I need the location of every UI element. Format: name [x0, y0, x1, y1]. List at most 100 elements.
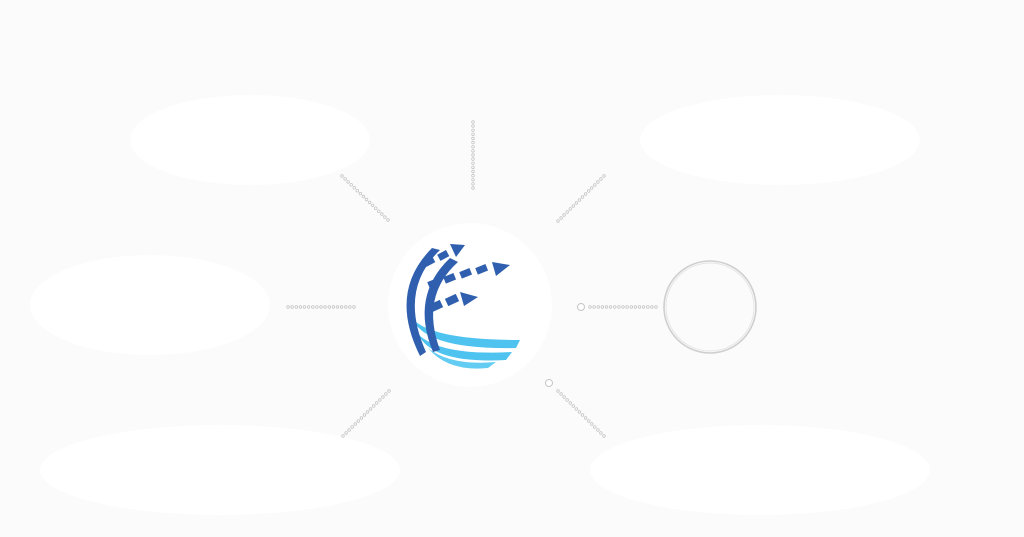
connector-dot — [471, 153, 475, 157]
logo-swoosh-light-2 — [418, 334, 512, 361]
connector-dot — [471, 173, 475, 178]
connector-end-dot-bottom — [545, 379, 553, 387]
connector-dot — [368, 407, 373, 411]
connector-dot — [471, 145, 475, 149]
connector-dot — [471, 157, 475, 161]
connector-dot — [588, 305, 592, 309]
connector-dot — [356, 419, 360, 423]
connector-dot — [361, 194, 366, 199]
connector-dot — [331, 305, 336, 309]
connector-dot — [596, 180, 600, 184]
connector-dot — [565, 398, 569, 402]
logo-arrow-middle — [427, 262, 510, 289]
logo-swoosh-light-3 — [428, 348, 496, 369]
connector-dot — [629, 305, 633, 309]
connector-dot — [559, 216, 563, 220]
connector-bottom-right — [556, 389, 606, 438]
connector-end-dot-right — [577, 303, 585, 311]
connector-dot — [335, 305, 340, 309]
connector-dot — [577, 410, 582, 414]
faint-node-top-left — [130, 95, 370, 185]
connector-dot — [378, 398, 382, 402]
connector-dot — [596, 428, 600, 432]
logo-arrow-lower — [428, 292, 478, 313]
connector-bottom-left — [341, 389, 391, 438]
connector-dot — [608, 305, 613, 309]
connector-dot — [365, 410, 370, 414]
connector-right — [588, 305, 658, 309]
connector-dot — [380, 212, 384, 216]
connector-top-right — [556, 174, 606, 223]
connector-dot — [294, 305, 298, 309]
connector-dot — [590, 422, 594, 426]
connector-dot — [341, 434, 345, 438]
connector-dot — [571, 404, 575, 408]
connector-dot — [349, 183, 353, 187]
connector-left — [286, 305, 356, 309]
connector-dot — [556, 389, 560, 393]
connector-dot — [637, 305, 642, 309]
connector-dot — [286, 305, 290, 309]
connector-dot — [344, 431, 348, 435]
connector-dot — [377, 209, 381, 213]
connector-dot — [306, 305, 311, 309]
connector-dot — [353, 422, 357, 426]
connector-dot — [471, 136, 475, 141]
connector-dot — [646, 305, 650, 309]
connector-dot — [383, 215, 387, 219]
faint-node-top-right — [640, 95, 920, 185]
connector-top-left — [340, 174, 390, 222]
connector-dot — [311, 305, 315, 309]
connector-dot — [592, 305, 596, 309]
connector-dot — [471, 128, 475, 132]
connector-dot — [362, 413, 367, 417]
connector-dot — [384, 392, 388, 396]
connector-dot — [600, 305, 605, 309]
connector-dot — [604, 305, 609, 309]
connector-dot — [602, 434, 606, 438]
connector-dot — [471, 120, 475, 124]
connector-dot — [580, 413, 585, 417]
connector-dot — [359, 416, 364, 420]
connector-dot — [343, 177, 347, 181]
faint-node-bottom-right — [590, 425, 930, 515]
connector-dot — [471, 161, 475, 165]
connector-dot — [375, 401, 379, 405]
connector-dot — [568, 207, 572, 211]
connector-dot — [562, 213, 566, 217]
connector-dot — [348, 305, 352, 309]
connector-dot — [298, 305, 303, 309]
connector-dot — [556, 219, 560, 223]
connector-dot — [374, 206, 378, 210]
connector-dot — [471, 169, 475, 174]
connector-dot — [344, 305, 348, 309]
connector-dot — [599, 177, 603, 181]
connector-dot — [593, 183, 597, 187]
connector-dot — [565, 210, 569, 214]
logo-arc-dark-1 — [406, 248, 440, 356]
connector-lines — [286, 120, 658, 438]
connector-dot — [574, 407, 579, 411]
connector-dot — [381, 395, 385, 399]
connector-dot — [364, 197, 369, 202]
connector-dot — [571, 204, 575, 208]
connector-dot — [350, 425, 354, 429]
connector-dot — [358, 191, 363, 196]
connector-dot — [593, 425, 597, 429]
logo-swoosh-light-1 — [412, 318, 520, 349]
connector-dot — [372, 404, 376, 408]
faint-background-shapes — [30, 95, 930, 515]
connector-dot — [371, 203, 375, 207]
connector-dot — [583, 416, 588, 420]
connector-dot — [352, 185, 356, 190]
connector-dot — [471, 124, 475, 128]
connector-dot — [302, 305, 307, 309]
connector-dot — [587, 189, 591, 193]
connector-dot — [599, 431, 603, 435]
faint-node-bottom-left — [40, 425, 400, 515]
connector-dot — [559, 392, 563, 396]
connector-dot — [387, 389, 391, 393]
connector-dot — [625, 305, 629, 309]
faint-node-left — [30, 255, 270, 355]
